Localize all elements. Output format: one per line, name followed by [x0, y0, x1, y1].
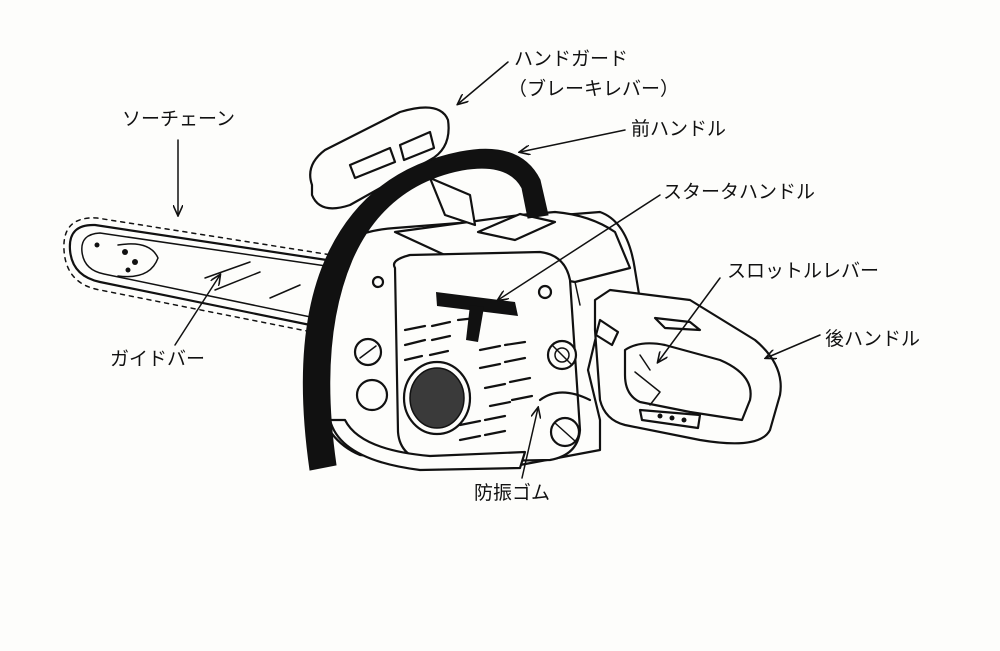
- label-brake-lever: （ブレーキレバー）: [508, 78, 680, 100]
- label-rear-handle: 後ハンドル: [825, 328, 921, 350]
- hand-guard-shape: [309, 106, 477, 227]
- starter-handle: [436, 292, 518, 342]
- label-saw-chain: ソーチェーン: [122, 108, 236, 130]
- engine-housing: [316, 210, 642, 472]
- label-starter-handle: スタータハンドル: [663, 181, 816, 203]
- guide-bar: [63, 217, 342, 335]
- label-throttle-lever: スロットルレバー: [727, 260, 880, 282]
- anti-vibration-mounts: [538, 339, 592, 448]
- label-front-handle: 前ハンドル: [631, 118, 727, 140]
- label-guide-bar: ガイドバー: [110, 348, 206, 370]
- rear-handle-shape: [593, 288, 782, 445]
- label-hand-guard: ハンドガード: [514, 48, 629, 70]
- label-anti-vibration-rubber: 防振ゴム: [474, 482, 551, 504]
- cooling-slots: [403, 316, 534, 442]
- front-handle-shape: [302, 148, 549, 471]
- leader-arrows: [175, 61, 821, 479]
